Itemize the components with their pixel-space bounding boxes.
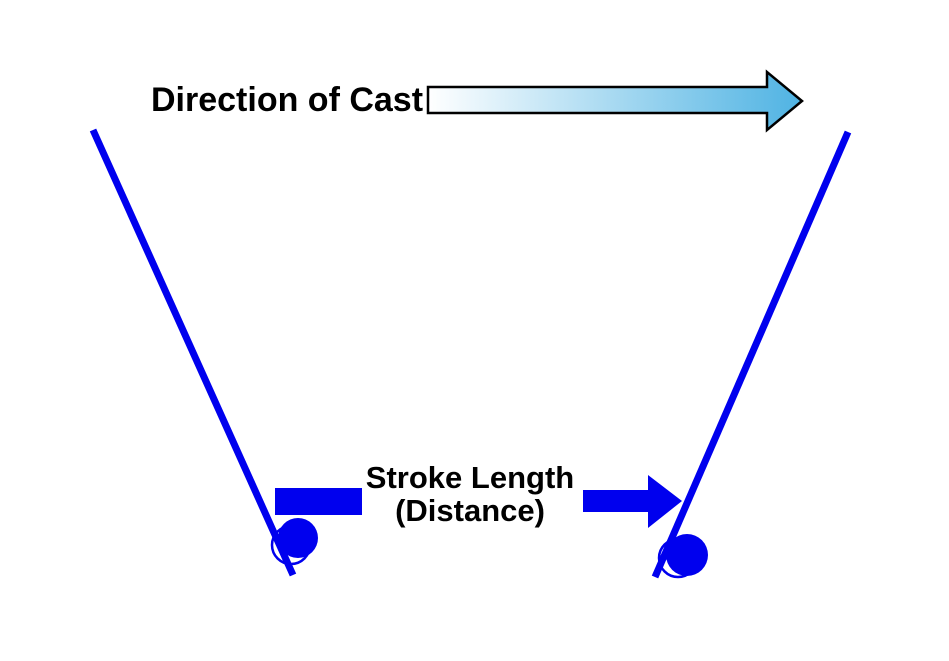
stroke-direction-arrow <box>583 475 682 528</box>
direction-of-cast-label: Direction of Cast <box>151 81 423 119</box>
direction-of-cast-arrow <box>426 69 804 133</box>
left-rod-butt-circle <box>278 518 318 558</box>
stroke-start-bar <box>275 488 362 515</box>
right-rod-butt-circle <box>666 534 708 576</box>
distance-label: (Distance) <box>395 493 545 528</box>
stroke-length-label: Stroke Length <box>366 460 574 495</box>
left-rod-line <box>89 128 297 577</box>
right-rod-line <box>651 130 852 579</box>
